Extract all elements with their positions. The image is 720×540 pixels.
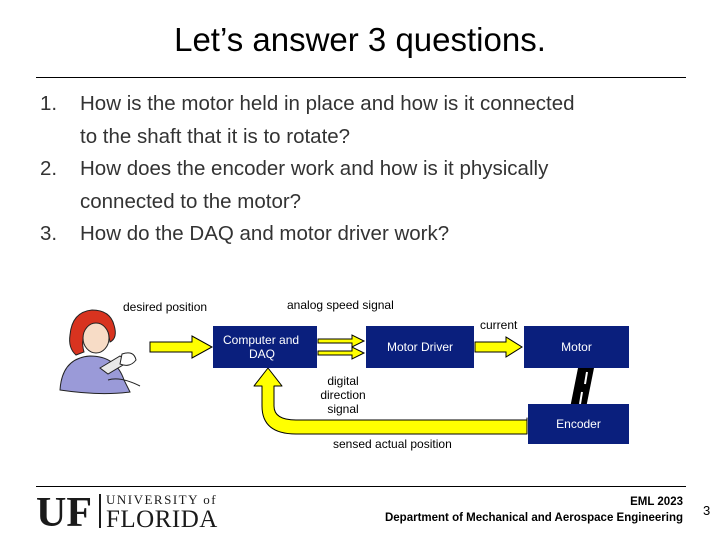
logo-divider (99, 494, 101, 528)
footer-divider (36, 486, 686, 487)
current-label: current (480, 318, 518, 332)
desired-position-label: desired position (123, 300, 208, 314)
computer-daq-label-line1: Computer and (223, 333, 300, 347)
motor-block: Motor (524, 326, 629, 368)
question-number: 2. (40, 157, 58, 180)
page-number: 3 (703, 503, 711, 518)
uf-mark: UF (36, 490, 92, 530)
digital-direction-label: digital direction signal (303, 374, 383, 416)
department-name: Department of Mechanical and Aerospace E… (384, 512, 683, 524)
desired-position-arrow (149, 335, 214, 359)
encoder-block: Encoder (528, 404, 629, 444)
encoder-label: Encoder (556, 417, 601, 431)
title-divider (36, 77, 686, 78)
current-arrow (474, 336, 523, 358)
question-item: 3. How do the DAQ and motor driver work? (40, 218, 680, 251)
logo-line2: FLORIDA (106, 506, 218, 530)
motor-encoder-coupling (570, 368, 594, 408)
analog-speed-signal-arrow (317, 334, 366, 348)
digital-direction-label-line2: signal (327, 402, 359, 416)
motor-driver-label: Motor Driver (386, 340, 453, 354)
digital-direction-signal-arrow (317, 346, 366, 360)
question-line: How do the DAQ and motor driver work? (80, 222, 450, 245)
question-line: How is the motor held in place and how i… (80, 92, 575, 115)
analog-speed-signal-label: analog speed signal (287, 298, 394, 312)
question-number: 1. (40, 92, 58, 115)
question-item: 2. How does the encoder work and how is … (40, 153, 680, 218)
footer-info: EML 2023 Department of Mechanical and Ae… (385, 494, 683, 526)
slide-title: Let’s answer 3 questions. (174, 21, 546, 58)
computer-daq-label-line2: DAQ (249, 347, 276, 361)
digital-direction-label-line1: digital direction (320, 374, 366, 402)
motor-label: Motor (561, 340, 592, 354)
course-code: EML 2023 (630, 496, 683, 508)
logo-line1: UNIVERSITY of (106, 492, 217, 507)
question-line: How does the encoder work and how is it … (80, 157, 549, 180)
sensed-position-feedback-arrow (253, 367, 528, 435)
question-line: to the shaft that it is to rotate? (80, 124, 351, 148)
question-number: 3. (40, 222, 58, 245)
question-item: 1. How is the motor held in place and ho… (40, 88, 680, 153)
university-of-florida-logo: UF UNIVERSITY of FLORIDA (36, 490, 218, 530)
sensed-actual-position-label: sensed actual position (333, 437, 452, 451)
person-with-controller-icon (59, 309, 141, 395)
question-list: 1. How is the motor held in place and ho… (40, 88, 680, 251)
computer-daq-block: Computer and DAQ (213, 326, 317, 368)
motor-driver-block: Motor Driver (366, 326, 474, 368)
question-line: connected to the motor? (80, 189, 302, 213)
